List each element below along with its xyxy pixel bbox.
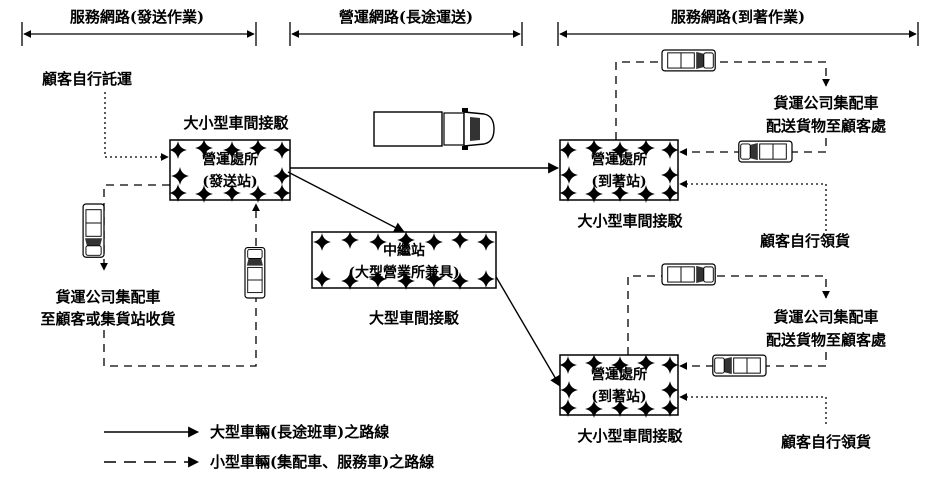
header-middle-label: 營運網路(長途運送) — [339, 8, 473, 26]
longhaul-hub-to-destination — [494, 274, 561, 387]
header-right-label: 服務網路(到著作業) — [671, 8, 805, 26]
dest-upper-self-pickup-label: 顧客自行領貨 — [760, 232, 850, 250]
hub-box-line1: 中繼站 — [383, 242, 425, 259]
self-ship-label: 顧客自行託運 — [42, 70, 133, 88]
dest-upper-car-return-icon — [738, 140, 793, 163]
dest-upper-return-path — [679, 138, 827, 156]
return-car-icon — [244, 247, 266, 299]
dest-lower-delivery-line1: 貨運公司集配車 — [773, 308, 878, 326]
header-bracket-middle — [289, 22, 523, 46]
pickup-label-line1: 貨運公司集配車 — [55, 288, 160, 306]
origin-box-line2: (發送站) — [202, 173, 257, 190]
destination-upper-box — [559, 139, 679, 203]
pickup-car-icon — [82, 203, 105, 258]
destination-lower-box — [559, 354, 679, 418]
dest-lower-transfer-label: 大小型車間接駁 — [577, 427, 683, 445]
truck-icon — [373, 108, 495, 150]
dest-upper-delivery-path — [615, 61, 830, 140]
header-bracket-right — [557, 22, 919, 46]
dest-upper-self-pickup-path — [679, 180, 827, 236]
origin-transfer-label: 大小型車間接駁 — [183, 114, 289, 132]
self-ship-path — [104, 92, 169, 161]
header-left-label: 服務網路(發送作業) — [70, 8, 204, 26]
legend-dashed-label: 小型車輛(集配車、服務車)之路線 — [210, 453, 434, 471]
hub-box-line2: (大型營業所兼具) — [348, 264, 459, 281]
header-bracket-left — [21, 22, 257, 46]
dest-lower-box-line1: 營運處所 — [591, 366, 647, 383]
dest-lower-self-pickup-path — [679, 393, 827, 424]
origin-station-box — [169, 139, 291, 203]
dest-lower-delivery-line2: 配送貨物至顧客處 — [766, 331, 887, 349]
origin-box-line1: 營運處所 — [202, 151, 258, 168]
dest-lower-return-path — [679, 352, 827, 370]
dest-upper-delivery-line1: 貨運公司集配車 — [773, 94, 878, 112]
dest-upper-box-line2: (到著站) — [591, 173, 646, 190]
dest-lower-car-return-icon — [712, 354, 767, 377]
dest-upper-box-line1: 營運處所 — [591, 151, 647, 168]
pickup-label-line2: 至顧客或集貨站收貨 — [40, 310, 175, 328]
dest-lower-box-line2: (到著站) — [591, 388, 646, 405]
dest-lower-delivery-path — [627, 275, 830, 355]
dest-upper-transfer-label: 大小型車間接駁 — [577, 212, 683, 230]
hub-station-box — [311, 231, 497, 290]
dest-upper-delivery-line2: 配送貨物至顧客處 — [766, 117, 887, 135]
legend-solid-label: 大型車輛(長途班車)之路線 — [210, 423, 389, 441]
hub-transfer-label: 大型車間接駁 — [369, 309, 460, 327]
dest-lower-car-outbound-icon — [661, 263, 716, 286]
pickup-outbound-path — [100, 184, 170, 271]
dest-lower-self-pickup-label: 顧客自行領貨 — [781, 433, 871, 451]
pickup-return-path — [103, 203, 260, 367]
dest-upper-car-outbound-icon — [661, 49, 716, 72]
longhaul-origin-to-hub — [287, 171, 405, 233]
